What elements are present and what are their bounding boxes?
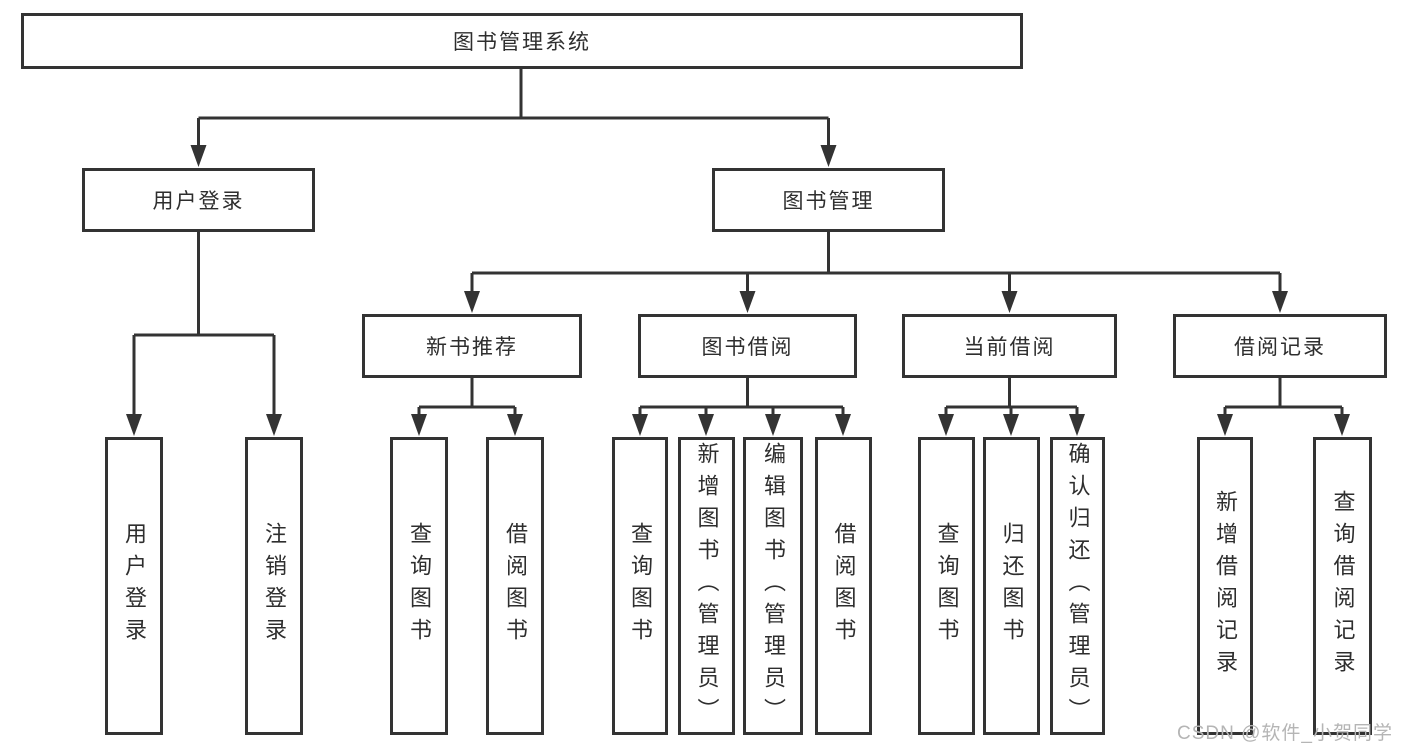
leaf-add-book-admin-label: 新增图书（管理员）	[694, 442, 720, 730]
leaf-borrow-books-borrow-label: 借阅图书	[831, 522, 857, 650]
node-borrowing-records-label: 借阅记录	[1234, 336, 1326, 359]
node-root-label: 图书管理系统	[453, 31, 591, 54]
node-user-login-label: 用户登录	[152, 190, 245, 213]
node-book-management-label: 图书管理	[782, 190, 875, 213]
node-root: 图书管理系统	[21, 13, 1023, 69]
leaf-query-books-recommend-label: 查询图书	[407, 522, 432, 650]
leaf-add-borrow-record: 新增借阅记录	[1197, 437, 1253, 735]
leaf-query-books-borrow: 查询图书	[612, 437, 668, 735]
leaf-query-books-current: 查询图书	[918, 437, 975, 735]
leaf-query-books-borrow-label: 查询图书	[628, 522, 653, 650]
leaf-user-login: 用户登录	[105, 437, 163, 735]
leaf-query-borrow-record-label: 查询借阅记录	[1330, 490, 1356, 682]
node-book-borrowing-label: 图书借阅	[701, 336, 794, 359]
node-borrowing-records: 借阅记录	[1173, 314, 1387, 378]
leaf-add-book-admin: 新增图书（管理员）	[678, 437, 735, 735]
leaf-query-borrow-record: 查询借阅记录	[1313, 437, 1372, 735]
leaf-return-book-label: 归还图书	[999, 522, 1025, 650]
leaf-confirm-return-admin-label: 确认归还（管理员）	[1065, 442, 1091, 730]
leaf-borrow-books-recommend-label: 借阅图书	[503, 522, 528, 650]
node-book-borrowing: 图书借阅	[638, 314, 857, 378]
node-current-borrowing: 当前借阅	[902, 314, 1117, 378]
leaf-add-borrow-record-label: 新增借阅记录	[1213, 490, 1238, 682]
leaf-query-books-current-label: 查询图书	[934, 522, 960, 650]
leaf-borrow-books-borrow: 借阅图书	[815, 437, 872, 735]
leaf-user-login-label: 用户登录	[122, 522, 147, 650]
node-current-borrowing-label: 当前借阅	[963, 336, 1056, 359]
leaf-confirm-return-admin: 确认归还（管理员）	[1050, 437, 1105, 735]
node-user-login: 用户登录	[82, 168, 315, 232]
leaf-edit-book-admin-label: 编辑图书（管理员）	[761, 442, 786, 730]
node-book-management: 图书管理	[712, 168, 945, 232]
node-new-book-recommendation-label: 新书推荐	[426, 336, 518, 359]
watermark-text: CSDN @软件_小贺同学	[1177, 723, 1393, 744]
leaf-logout: 注销登录	[245, 437, 303, 735]
leaf-edit-book-admin: 编辑图书（管理员）	[743, 437, 803, 735]
leaf-return-book: 归还图书	[983, 437, 1040, 735]
leaf-logout-label: 注销登录	[262, 522, 287, 650]
leaf-query-books-recommend: 查询图书	[390, 437, 448, 735]
leaf-borrow-books-recommend: 借阅图书	[486, 437, 544, 735]
node-new-book-recommendation: 新书推荐	[362, 314, 582, 378]
